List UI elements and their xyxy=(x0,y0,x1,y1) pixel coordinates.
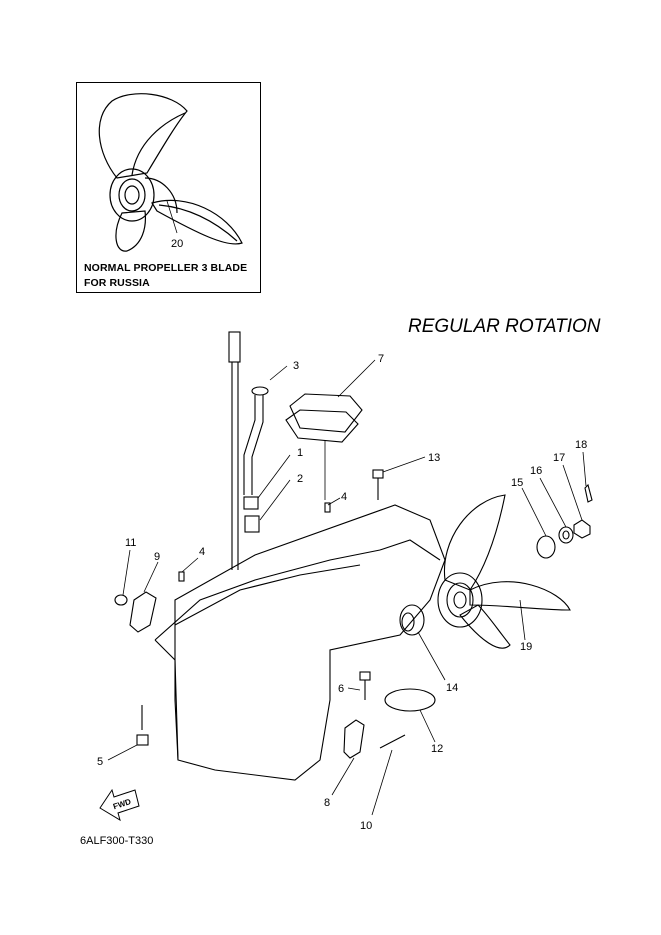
part-14-thrust-washer xyxy=(399,604,425,636)
part-2-seal xyxy=(244,515,260,533)
part-13-bolt-head xyxy=(372,469,384,479)
callout-11: 11 xyxy=(125,537,136,549)
callout-1: 1 xyxy=(297,447,303,459)
part-8-anode xyxy=(343,719,365,759)
rotation-label: REGULAR ROTATION xyxy=(408,316,601,337)
inset-propeller-drawing: 20 xyxy=(98,93,243,252)
part-6-bolt-head xyxy=(359,671,371,681)
inset-caption-line1: NORMAL PROPELLER 3 BLADE xyxy=(84,262,248,274)
callout-20: 20 xyxy=(171,238,183,250)
callout-4a: 4 xyxy=(199,546,205,558)
part-4-pin-a xyxy=(178,571,185,582)
part-4-pin-b xyxy=(324,502,331,513)
callout-3: 3 xyxy=(293,360,299,372)
part-12-trim-tab xyxy=(384,688,436,712)
part-11-nut xyxy=(114,594,128,606)
callout-7: 7 xyxy=(378,353,384,365)
callout-2: 2 xyxy=(297,473,303,485)
fwd-arrow-icon: FWD xyxy=(99,788,140,822)
inset-caption: NORMAL PROPELLER 3 BLADE FOR RUSSIA xyxy=(84,261,247,291)
part-18-cotter-pin xyxy=(584,483,593,503)
callout-8: 8 xyxy=(324,797,330,809)
part-10-bolt xyxy=(379,734,406,749)
part-1-bushing xyxy=(243,496,259,510)
part-15-spacer xyxy=(536,535,556,559)
part-3-water-tube xyxy=(243,395,256,495)
inset-caption-line2: FOR RUSSIA xyxy=(84,277,150,289)
callout-16: 16 xyxy=(530,465,542,477)
callout-12: 12 xyxy=(431,743,443,755)
part-9-anode xyxy=(129,591,157,633)
callout-10: 10 xyxy=(360,820,372,832)
callout-18: 18 xyxy=(575,439,587,451)
part-17-nut xyxy=(573,519,591,539)
part-3-grommet xyxy=(251,386,269,396)
part-5-bolt xyxy=(136,734,149,746)
diagram-code: 6ALF300-T330 xyxy=(80,835,154,847)
callout-6: 6 xyxy=(338,683,344,695)
callout-17: 17 xyxy=(553,452,565,464)
lower-gearcase-housing xyxy=(174,504,446,781)
callout-19: 19 xyxy=(520,641,532,653)
callout-5: 5 xyxy=(97,756,103,768)
callout-13: 13 xyxy=(428,452,440,464)
callout-14: 14 xyxy=(446,682,458,694)
part-16-washer xyxy=(558,526,574,544)
part-7-gasket xyxy=(289,393,363,433)
callout-9: 9 xyxy=(154,551,160,563)
callout-4b: 4 xyxy=(341,491,347,503)
part-19-propeller xyxy=(437,494,571,649)
drive-shaft-spline xyxy=(228,331,241,363)
inset-propeller-box: 20 NORMAL PROPELLER 3 BLADE FOR RUSSIA xyxy=(76,82,261,293)
callout-15: 15 xyxy=(511,477,523,489)
